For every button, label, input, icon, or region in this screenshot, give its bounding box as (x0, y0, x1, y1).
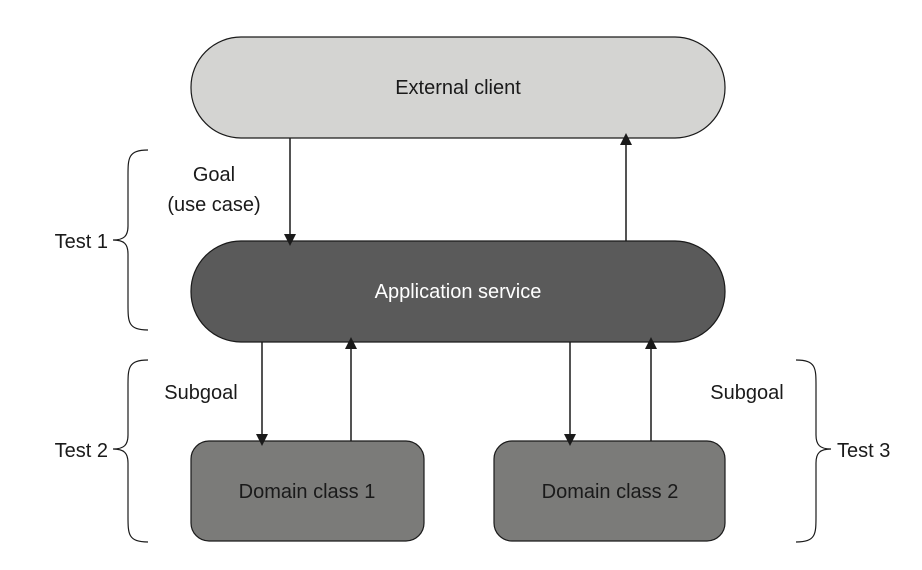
test-2-label: Test 2 (55, 440, 108, 462)
test-3-brace (795, 359, 832, 543)
application-service-node: Application service (190, 240, 726, 343)
goal-use-case-label: (use case) (167, 194, 260, 216)
domain-class-2-node: Domain class 2 (493, 440, 726, 542)
subgoal-left-label: Subgoal (164, 382, 237, 404)
application-service-label: Application service (375, 281, 542, 303)
subgoal-right-label: Subgoal (710, 382, 783, 404)
application-service-box (190, 240, 726, 343)
test-1-brace (112, 149, 149, 331)
domain-class-2-box (493, 440, 726, 542)
external-client-box (190, 36, 726, 139)
test-1-label: Test 1 (55, 231, 108, 253)
external-client-label: External client (395, 77, 521, 99)
domain-class-1-node: Domain class 1 (190, 440, 425, 542)
domain-class-2-label: Domain class 2 (542, 481, 679, 503)
domain-class-1-label: Domain class 1 (239, 481, 376, 503)
test-3-label: Test 3 (837, 440, 890, 462)
external-client-node: External client (190, 36, 726, 139)
domain-class-1-box (190, 440, 425, 542)
test-2-brace (112, 359, 149, 543)
goal-label: Goal (193, 164, 235, 186)
